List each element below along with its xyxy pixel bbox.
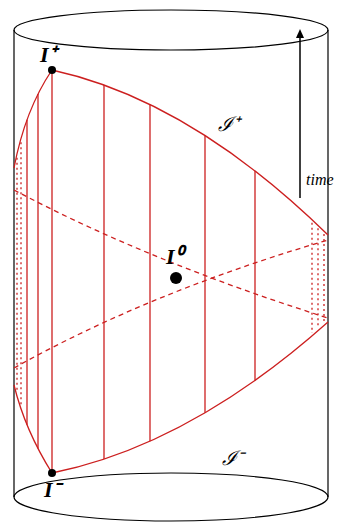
grid-line [16, 158, 17, 392]
cylinder-side [327, 30, 328, 497]
i-zero-point [170, 272, 182, 284]
grid-line [20, 142, 21, 404]
time-arrow [299, 38, 301, 198]
scri-minus [52, 322, 328, 473]
grid-line [37, 94, 38, 448]
scri-label: ℐ⁻ [222, 448, 244, 468]
scri-minus-back [14, 385, 52, 473]
cylinder-top [14, 10, 328, 50]
grid-line [254, 171, 255, 380]
axis-label: time [306, 172, 334, 188]
i-plus-point [48, 66, 56, 74]
scri-label: ℐ⁺ [218, 114, 240, 134]
cylinder-bottom [14, 473, 328, 521]
cylinder-side [13, 30, 14, 497]
grid-line [323, 234, 324, 322]
grid-line [51, 70, 52, 473]
grid-line [317, 228, 318, 327]
scri-plus-back [14, 70, 52, 168]
grid-line [103, 85, 104, 459]
grid-line [311, 223, 312, 333]
grid-line [204, 136, 205, 413]
grid-line [149, 105, 150, 442]
i-minus-point [48, 469, 56, 477]
point-label: I⁰ [166, 246, 183, 268]
point-label: I⁻ [44, 479, 60, 501]
scri-plus [52, 70, 328, 235]
grid-line [26, 120, 27, 425]
point-label: I⁺ [40, 44, 56, 66]
hidden-edge [14, 240, 328, 368]
